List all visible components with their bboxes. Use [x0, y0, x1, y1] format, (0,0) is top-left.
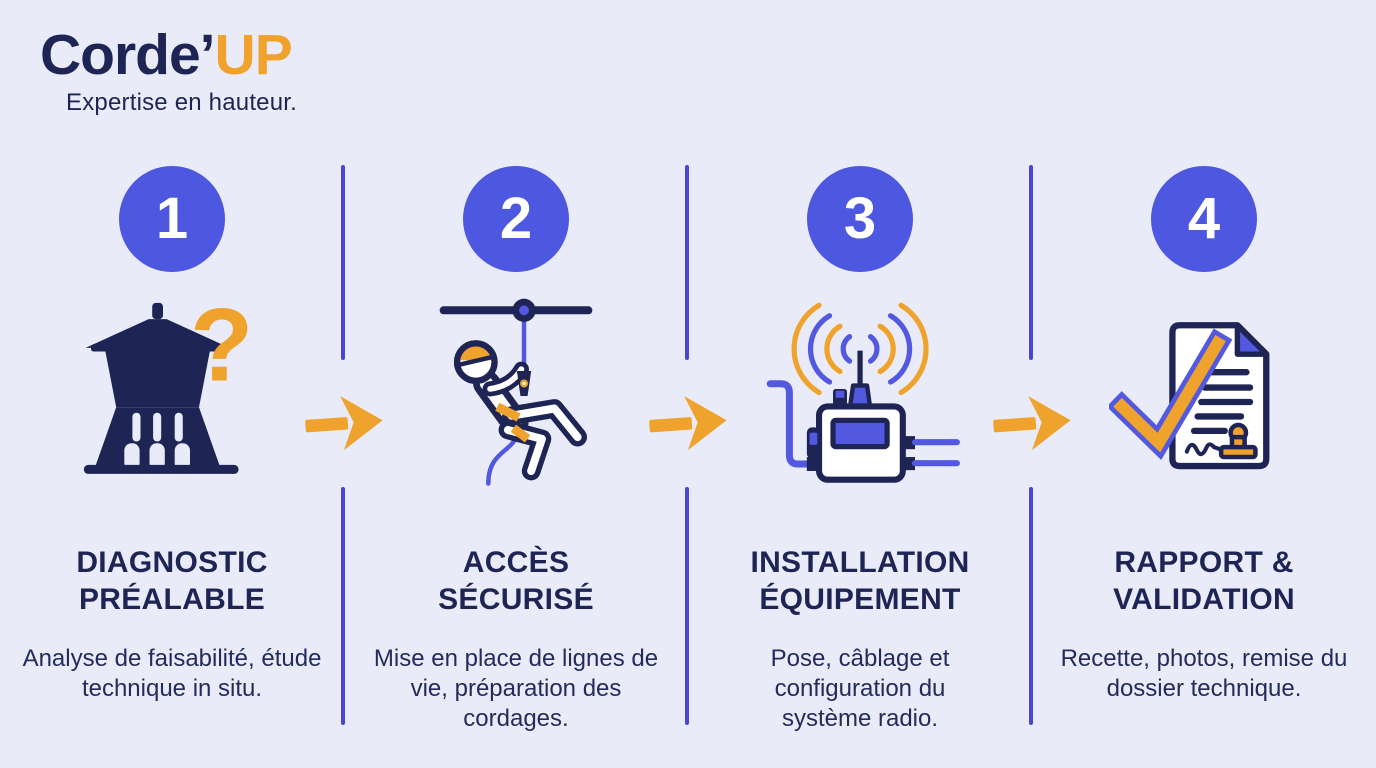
report-checkmark-icon: [1109, 272, 1299, 512]
brand-header: Corde’UP Expertise en hauteur.: [40, 23, 298, 117]
step-1-title: DIAGNOSTIC PRÉALABLE: [76, 546, 268, 616]
brand-tagline: Expertise en hauteur.: [66, 88, 298, 116]
water-tower-question-icon: ?: [82, 272, 262, 512]
step-4-title: RAPPORT & VALIDATION: [1113, 546, 1295, 616]
process-steps-row: 1 ? DIAGNOSTIC PRÉALABLE Anal: [0, 160, 1376, 734]
step-1-number: 1: [155, 186, 189, 251]
question-mark-glyph: ?: [190, 297, 253, 402]
step-2-number-badge: 2: [463, 166, 569, 272]
arrow-right-icon: [305, 396, 383, 451]
divider-line: [1029, 487, 1033, 725]
step-3-description: Pose, câblage et configuration du systèm…: [770, 645, 950, 732]
step-2: 2: [344, 160, 688, 734]
step-1-description: Analyse de faisabilité, étude technique …: [22, 645, 322, 702]
divider-line: [685, 487, 689, 725]
arrow-right-icon: [649, 396, 727, 451]
radio-svg: [766, 302, 960, 483]
step-4: 4 RAPPORT & VALIDATION Recet: [1032, 160, 1376, 734]
water-tower-svg: ?: [83, 297, 253, 474]
step-2-number: 2: [499, 186, 533, 251]
step-1-number-badge: 1: [119, 166, 225, 272]
step-2-description: Mise en place de lignes de vie, préparat…: [373, 645, 659, 732]
brand-name-accent: UP: [214, 23, 293, 87]
step-1: 1 ? DIAGNOSTIC PRÉALABLE Anal: [0, 160, 344, 734]
step-3-badge-box: 3: [807, 166, 913, 272]
step-3-number-badge: 3: [807, 166, 913, 272]
step-4-number: 4: [1187, 186, 1221, 251]
report-svg: [1109, 321, 1270, 469]
divider-line: [341, 487, 345, 725]
arrow-right-icon: [993, 396, 1071, 451]
step-4-description: Recette, photos, remise du dossier techn…: [1060, 645, 1348, 702]
brand-logo: Corde’UP: [40, 23, 297, 87]
divider-line: [685, 165, 689, 360]
step-3-title: INSTALLATION ÉQUIPEMENT: [750, 546, 970, 616]
brand-name-primary: Corde’: [40, 23, 216, 87]
climber-svg: [439, 298, 593, 486]
step-3-number: 3: [843, 186, 877, 251]
radio-antenna-icon: [758, 272, 963, 512]
divider-line: [341, 165, 345, 360]
rope-access-climber-icon: [431, 272, 601, 512]
step-2-title: ACCÈS SÉCURISÉ: [438, 546, 594, 616]
divider-line: [1029, 165, 1033, 360]
step-4-number-badge: 4: [1151, 166, 1257, 272]
step-3: 3: [688, 160, 1032, 734]
